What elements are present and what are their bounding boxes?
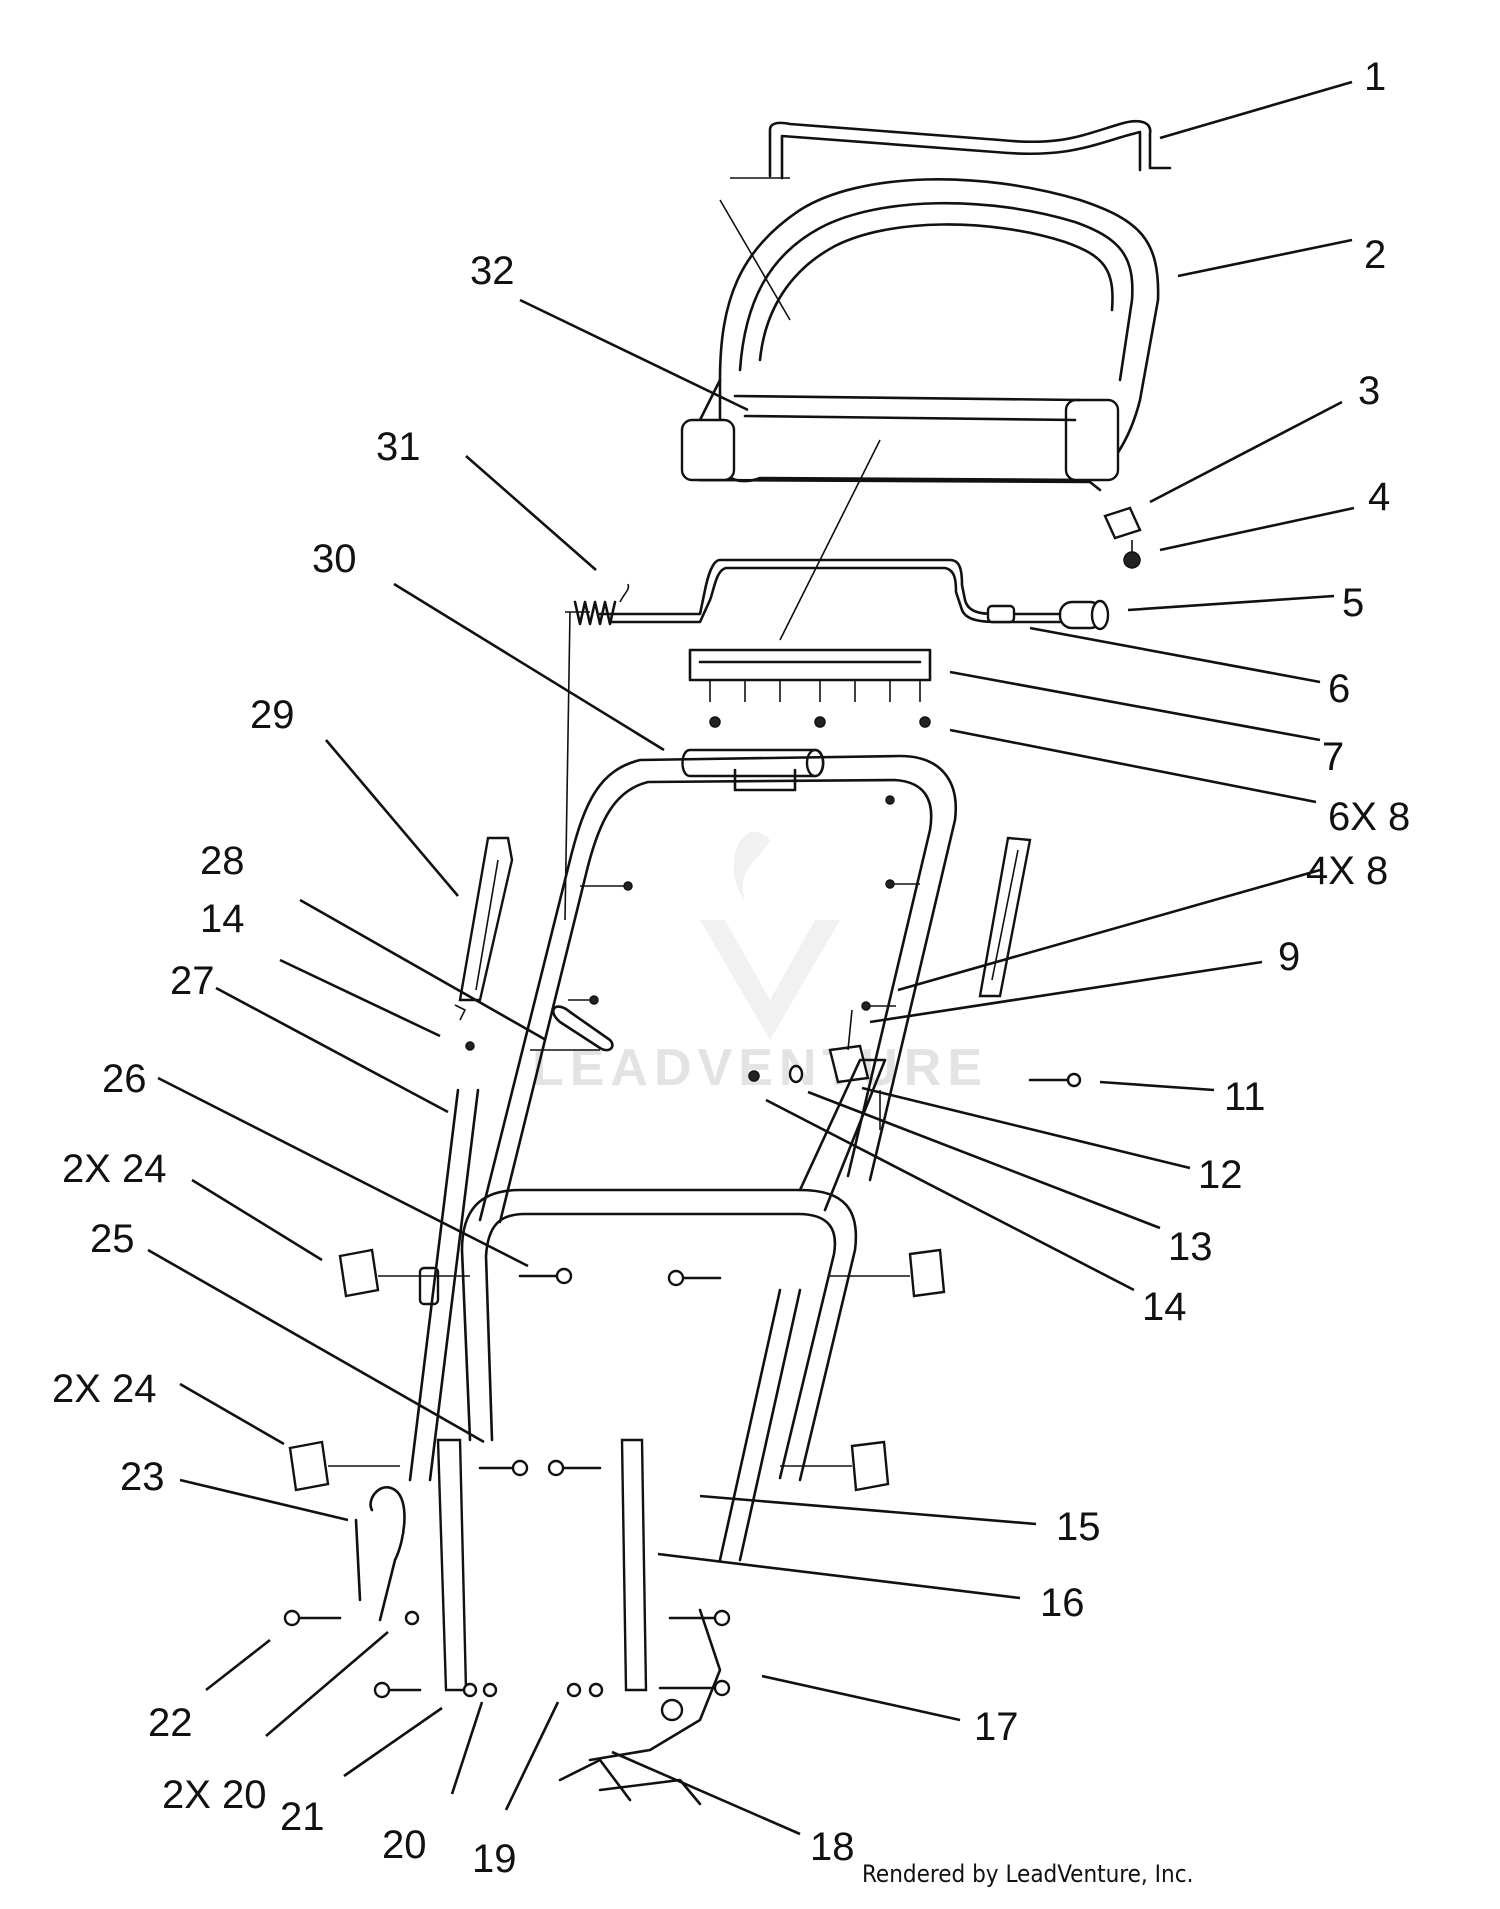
part-18-deck-mount [558, 1608, 722, 1806]
callout-leaders [147, 80, 1355, 1836]
callout-19: 19 [472, 1837, 517, 1881]
callout-4: 4 [1368, 475, 1390, 519]
part-24-knobs [288, 1248, 946, 1492]
part-8-screws [568, 879, 920, 1011]
callout-6x8: 6X 8 [1328, 795, 1410, 839]
callout-14-left: 14 [200, 897, 245, 941]
callout-11: 11 [1224, 1075, 1266, 1119]
part-31-spring [564, 583, 630, 921]
callout-31: 31 [376, 425, 421, 469]
part-6-cable [598, 558, 1062, 624]
part-23-lower-arm [354, 1486, 406, 1622]
part-11-bolt [1028, 1072, 1082, 1088]
callout-20: 20 [382, 1823, 427, 1867]
part-12-13-14-hardware [465, 1041, 881, 1130]
part-15-lower-handle [718, 1058, 887, 1562]
callout-12: 12 [1198, 1153, 1243, 1197]
callout-5: 5 [1342, 581, 1364, 625]
callout-25: 25 [90, 1217, 135, 1261]
callout-28: 28 [200, 839, 245, 883]
callout-15: 15 [1056, 1505, 1101, 1549]
callout-29: 29 [250, 693, 295, 737]
callout-2x20: 2X 20 [162, 1773, 267, 1817]
callout-16: 16 [1040, 1581, 1085, 1625]
part-27-upper-handle [478, 754, 958, 1224]
part-16-21-link-bars [436, 1438, 648, 1692]
callout-13: 13 [1168, 1225, 1213, 1269]
callout-32: 32 [470, 249, 515, 293]
watermark-brand-text: LEADVENTURE [532, 1039, 988, 1097]
part-5-cable-end [1058, 599, 1110, 631]
callout-7: 7 [1322, 735, 1344, 779]
callout-26: 26 [102, 1057, 147, 1101]
part-17-22-hardware [283, 1609, 731, 1699]
part-30-grip [681, 748, 825, 778]
callout-2x24-lower: 2X 24 [52, 1367, 157, 1411]
callout-23: 23 [120, 1455, 165, 1499]
render-credit: Rendered by LeadVenture, Inc. [862, 1860, 1193, 1888]
part-7-control-housing [688, 648, 932, 728]
callout-30: 30 [312, 537, 357, 581]
callout-9: 9 [1278, 935, 1300, 979]
part-3-clip [1103, 506, 1142, 540]
part-1-control-bail [730, 120, 1172, 180]
callout-22: 22 [148, 1701, 193, 1745]
callout-4x8: 4X 8 [1306, 849, 1388, 893]
part-32-shroud-panel [733, 394, 1082, 641]
callout-17: 17 [974, 1705, 1019, 1749]
callout-18: 18 [810, 1825, 855, 1869]
part-2-handle-shroud [680, 178, 1160, 492]
part-4-screw [1123, 540, 1141, 569]
part-28-cable-tie [530, 1005, 614, 1052]
part-9-switch [828, 1009, 870, 1084]
callout-labels: 1 2 3 4 5 6 7 6X 8 4X 8 9 11 12 13 14 15… [52, 55, 1410, 1881]
callout-21: 21 [280, 1795, 325, 1839]
callout-2: 2 [1364, 233, 1386, 277]
part-25-bolts [478, 1267, 722, 1477]
part-29-left-bracket [454, 836, 514, 1021]
callout-14: 14 [1142, 1285, 1187, 1329]
callout-6: 6 [1328, 667, 1350, 711]
part-29-right-bracket [978, 836, 1032, 998]
callout-1: 1 [1364, 55, 1386, 99]
leadventure-flame-logo-icon [700, 831, 840, 1040]
callout-3: 3 [1358, 369, 1380, 413]
callout-2x24-upper: 2X 24 [62, 1147, 167, 1191]
callout-27: 27 [170, 959, 215, 1003]
